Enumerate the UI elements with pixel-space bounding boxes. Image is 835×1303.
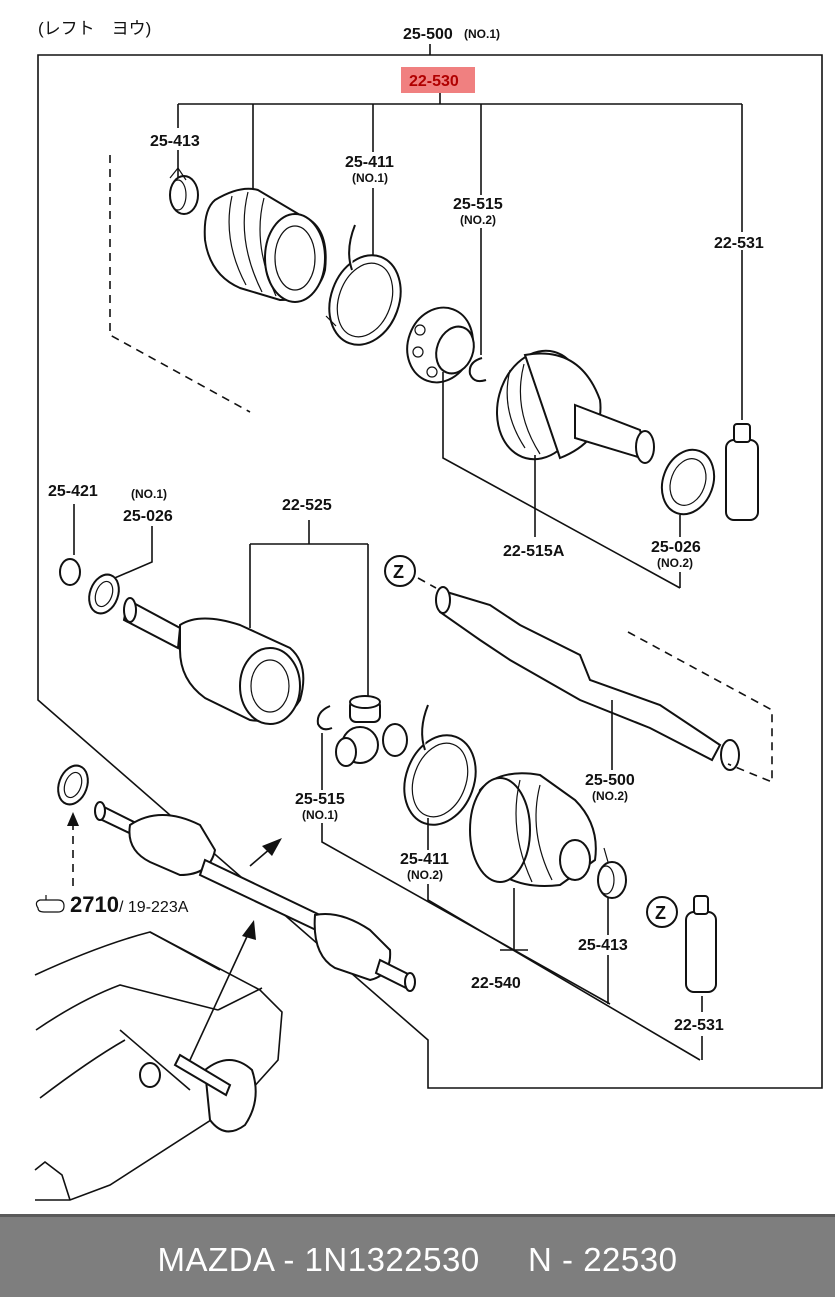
leader-line-seal xyxy=(442,372,681,589)
callout-22-531-top[interactable]: 22-531 xyxy=(714,235,764,252)
callout-22-531-bottom[interactable]: 22-531 xyxy=(674,1017,724,1034)
callout-25-515-bottom-sub: (NO.1) xyxy=(302,808,338,822)
dashed-outline-shaft xyxy=(627,631,773,784)
callout-22-540[interactable]: 22-540 xyxy=(471,975,521,992)
callout-25-411-top-sub: (NO.1) xyxy=(352,171,388,185)
hand-pointer-icon xyxy=(35,895,65,913)
callout-25-026-left-sub: (NO.1) xyxy=(131,487,167,501)
side-label: (レフト ヨウ) xyxy=(38,19,151,38)
callout-25-421[interactable]: 25-421 xyxy=(48,483,98,500)
z-marker-1-label: Z xyxy=(393,562,404,582)
inner-joint-housing xyxy=(122,597,305,725)
reference-number: 2710 xyxy=(70,892,119,917)
callout-25-413-bottom[interactable]: 25-413 xyxy=(578,937,628,954)
arrow-car-head xyxy=(242,920,256,940)
driveshaft-assembly xyxy=(94,801,416,992)
z-marker-2-label: Z xyxy=(655,903,666,923)
callout-25-026-right-sub: (NO.2) xyxy=(657,556,693,570)
callout-25-413-top[interactable]: 25-413 xyxy=(150,133,200,150)
arrow-up-2710 xyxy=(67,812,79,826)
o-ring xyxy=(59,558,81,586)
leader-25-411-bottom xyxy=(427,818,701,1061)
dashed-outline-top xyxy=(109,155,251,413)
callout-25-515-top-sub: (NO.2) xyxy=(460,213,496,227)
snap-ring-bottom xyxy=(316,705,333,731)
reference-2710[interactable]: 2710 / 19-223A xyxy=(35,892,189,917)
highlight-box xyxy=(401,67,475,93)
footer-part-info: MAZDA - 1N1322530 N - 22530 xyxy=(157,1241,678,1278)
footer-bar: MAZDA - 1N1322530 N - 22530 xyxy=(0,1214,835,1297)
callout-25-515-top[interactable]: 25-515 xyxy=(453,196,503,213)
callout-25-026-left[interactable]: 25-026 xyxy=(123,508,173,525)
seal-left xyxy=(88,573,120,615)
band-clamp-bottom xyxy=(597,847,627,899)
kit-bracket xyxy=(177,93,743,420)
grease-tube-top xyxy=(725,423,759,521)
leader-22-540 xyxy=(500,888,528,951)
seal-right xyxy=(660,448,716,516)
callout-25-411-top[interactable]: 25-411 xyxy=(345,154,394,171)
callout-25-026-right[interactable]: 25-026 xyxy=(651,539,701,556)
assembly-sub: (NO.1) xyxy=(464,27,500,41)
tripod-spider xyxy=(335,695,408,767)
callout-25-515-bottom[interactable]: 25-515 xyxy=(295,791,345,808)
bearing-race xyxy=(406,306,475,384)
z-marker-1-link xyxy=(417,577,437,589)
callout-25-411-bottom[interactable]: 25-411 xyxy=(400,851,449,868)
bracket-22-525 xyxy=(249,520,369,700)
z-marker-1: Z xyxy=(384,555,416,587)
reference-slash: / 19-223A xyxy=(119,899,189,916)
callout-22-525[interactable]: 22-525 xyxy=(282,497,332,514)
snap-ring-top xyxy=(468,357,487,383)
car-illustration xyxy=(34,931,283,1201)
parts-diagram: (レフト ヨウ) 25-500 (NO.1) 22-530 25-413 25-… xyxy=(34,19,823,1201)
arrow-shaft-head xyxy=(262,838,282,856)
assembly-number: 25-500 xyxy=(403,26,453,43)
grease-tube-bottom xyxy=(685,895,717,993)
band-clamp-top xyxy=(169,166,199,215)
boot-outer-top xyxy=(203,187,327,303)
intermediate-shaft xyxy=(435,586,740,771)
highlighted-part-number[interactable]: 22-530 xyxy=(409,73,459,90)
callout-25-500-shaft-sub: (NO.2) xyxy=(592,789,628,803)
arrow-car xyxy=(189,929,251,1061)
callout-25-500-shaft[interactable]: 25-500 xyxy=(585,772,635,789)
assembly-frame xyxy=(37,44,823,1089)
z-marker-2: Z xyxy=(646,896,678,928)
outer-joint-housing xyxy=(496,349,655,464)
callout-22-515a[interactable]: 22-515A xyxy=(503,543,565,560)
seal-bottom-left xyxy=(57,764,89,806)
leader-25-026-left xyxy=(109,526,153,581)
boot-band-bottom xyxy=(403,704,477,826)
boot-band-top xyxy=(325,224,402,346)
boot-inner xyxy=(469,772,597,887)
callout-25-411-bottom-sub: (NO.2) xyxy=(407,868,443,882)
